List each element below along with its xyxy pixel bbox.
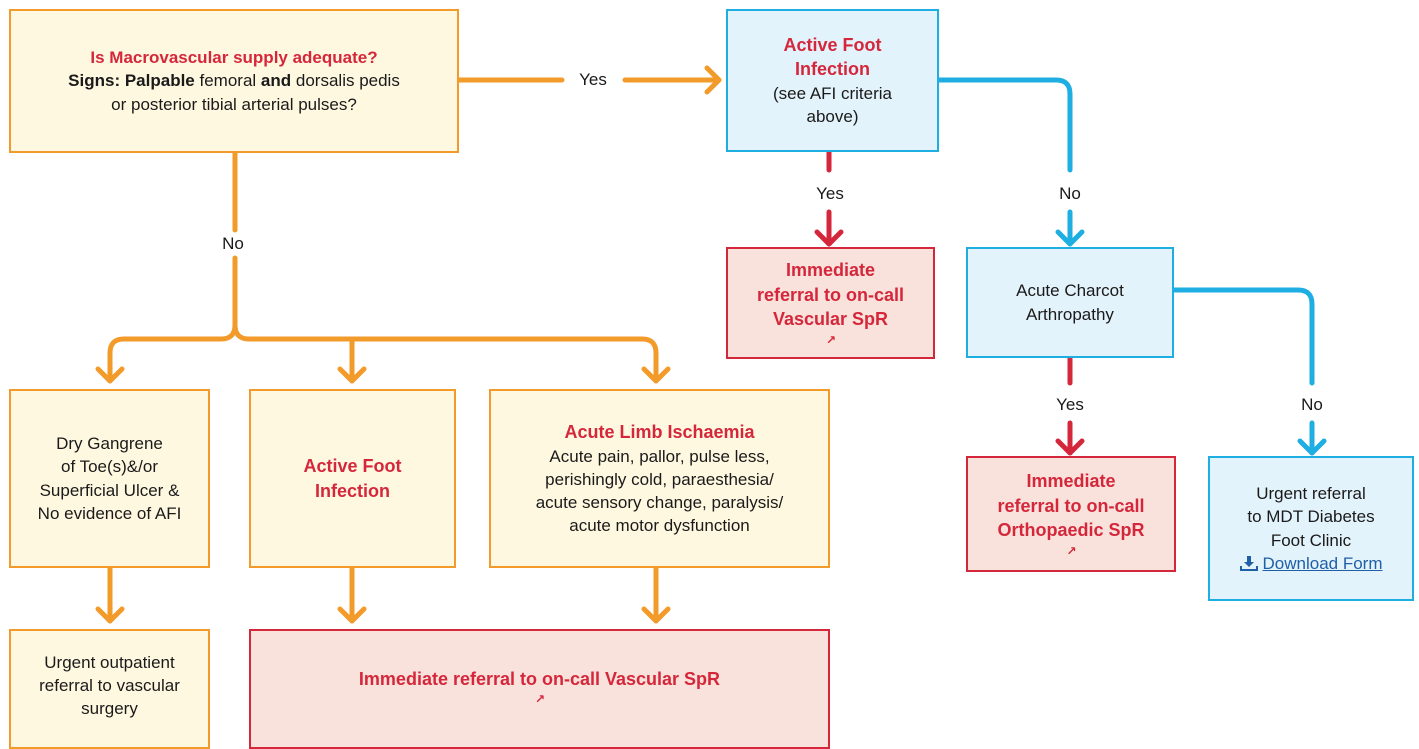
afi-mid-line1: Active Foot	[303, 456, 402, 477]
edge-label-yes-main: Yes	[573, 70, 613, 90]
ischaemia-line4: acute motor dysfunction	[569, 515, 750, 535]
download-icon	[1239, 556, 1258, 572]
afi-top-line2: above)	[806, 106, 859, 126]
vascular-top-line1: Immediate	[785, 260, 876, 281]
ischaemia-line1: Acute pain, pallor, pulse less,	[549, 446, 770, 466]
ortho-line1: Immediate	[1026, 471, 1116, 492]
active-foot-infection-top-box: Active Foot Infection (see AFI criteria …	[726, 9, 939, 152]
vascular-bottom-wrap: Immediate referral to on-call Vascular S…	[359, 667, 720, 708]
edge-label-no-afi: No	[1053, 184, 1087, 204]
afi-top-title-1: Active Foot	[783, 34, 882, 55]
macrovascular-question-box: Is Macrovascular supply adequate? Signs:…	[9, 9, 459, 153]
edge-label-no-main: No	[216, 234, 250, 254]
vascular-referral-top-box: Immediate referral to on-call Vascular S…	[726, 247, 935, 359]
external-link-icon[interactable]: ↗	[825, 332, 837, 347]
dry-gangrene-line4: No evidence of AFI	[37, 503, 182, 523]
external-link-icon[interactable]: ↗	[1066, 543, 1077, 558]
ischaemia-line2: perishingly cold, paraesthesia/	[545, 469, 774, 489]
macrovascular-signs-line: Signs: Palpable femoral and dorsalis ped…	[68, 71, 400, 91]
mdt-line2: to MDT Diabetes	[1247, 507, 1375, 527]
afi-top-line1: (see AFI criteria	[772, 83, 893, 103]
vascular-top-line2: referral to on-call	[756, 284, 905, 305]
ortho-line2: referral to on-call	[997, 495, 1145, 516]
red-connectors	[814, 149, 1085, 456]
orange-connectors	[95, 65, 722, 624]
outpatient-line2: referral to vascular	[39, 676, 180, 696]
external-link-icon[interactable]: ↗	[534, 692, 546, 707]
vascular-top-line3: Vascular SpR	[772, 309, 889, 330]
ischaemia-title: Acute Limb Ischaemia	[564, 422, 755, 443]
urgent-outpatient-box: Urgent outpatient referral to vascular s…	[9, 629, 210, 749]
outpatient-line3: surgery	[81, 699, 138, 719]
mdt-referral-box: Urgent referral to MDT Diabetes Foot Cli…	[1208, 456, 1414, 601]
edge-label-no-charcot: No	[1295, 395, 1329, 415]
ischaemia-line3: acute sensory change, paralysis/	[535, 492, 784, 512]
edge-label-yes-charcot: Yes	[1050, 395, 1090, 415]
mdt-line1: Urgent referral	[1256, 484, 1366, 504]
blue-connectors	[936, 77, 1327, 456]
dry-gangrene-box: Dry Gangrene of Toe(s)&/or Superficial U…	[9, 389, 210, 568]
acute-charcot-box: Acute Charcot Arthropathy	[966, 247, 1174, 358]
outpatient-line1: Urgent outpatient	[44, 653, 175, 672]
edge-label-yes-afi: Yes	[810, 184, 850, 204]
vascular-top-line3-wrap: Vascular SpR ↗	[773, 307, 888, 348]
afi-mid-line2: Infection	[315, 480, 390, 501]
active-foot-infection-mid-box: Active Foot Infection	[249, 389, 456, 568]
dry-gangrene-line1: Dry Gangrene	[56, 434, 163, 454]
macrovascular-question-line3: or posterior tibial arterial pulses?	[111, 94, 357, 114]
orthopaedic-referral-box: Immediate referral to on-call Orthopaedi…	[966, 456, 1176, 572]
mdt-line3: Foot Clinic	[1270, 530, 1352, 550]
download-form-link[interactable]: Download Form	[1239, 552, 1383, 575]
ortho-line3-wrap: Orthopaedic SpR ↗	[997, 518, 1144, 559]
ortho-line3: Orthopaedic SpR	[997, 520, 1145, 541]
dry-gangrene-line2: of Toe(s)&/or	[60, 457, 158, 477]
charcot-line2: Arthropathy	[1026, 304, 1114, 324]
acute-limb-ischaemia-box: Acute Limb Ischaemia Acute pain, pallor,…	[489, 389, 830, 568]
download-form-label: Download Form	[1262, 553, 1383, 573]
vascular-bottom-text: Immediate referral to on-call Vascular S…	[358, 669, 721, 689]
dry-gangrene-line3: Superficial Ulcer &	[39, 480, 180, 500]
charcot-line1: Acute Charcot	[1016, 281, 1124, 301]
vascular-referral-bottom-box: Immediate referral to on-call Vascular S…	[249, 629, 830, 749]
afi-top-title-2: Infection	[795, 59, 870, 80]
macrovascular-question-title: Is Macrovascular supply adequate?	[90, 48, 378, 68]
